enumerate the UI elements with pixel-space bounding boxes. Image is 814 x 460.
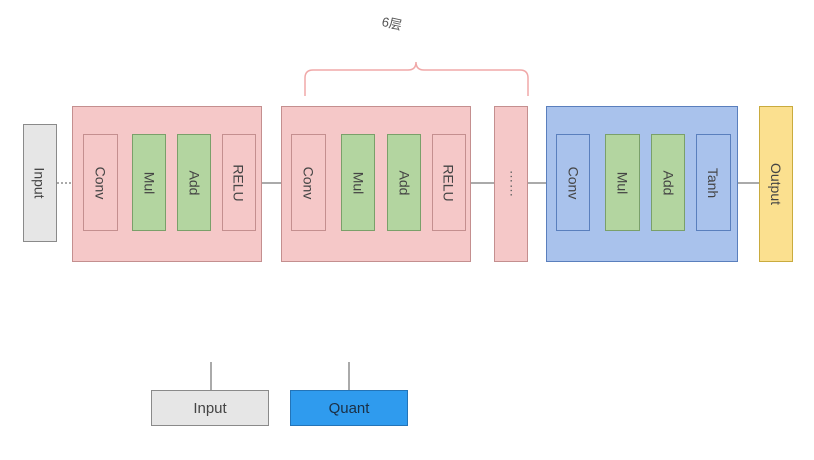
block2-add-label: Add (395, 170, 412, 195)
brace-label: 6层 (380, 14, 404, 33)
input-node: Input (23, 124, 57, 242)
block1-relu-label: RELU (231, 163, 248, 202)
block1-conv-label: Conv (92, 166, 109, 199)
block1-relu-node: RELU (222, 134, 256, 231)
block1-mul-label: Mul (141, 171, 157, 194)
legend-quant-box: Quant (290, 390, 408, 426)
block3-add-node: Add (651, 134, 685, 231)
ellipsis-label: ⋯⋯ (504, 170, 519, 198)
block2-conv-node: Conv (291, 134, 326, 231)
output-node-label: Output (768, 162, 784, 206)
legend-input-box: Input (151, 390, 269, 426)
block2-add-node: Add (387, 134, 421, 231)
block3-conv-node: Conv (556, 134, 590, 231)
block2-conv-label: Conv (300, 166, 317, 199)
block3-tanh-node: Tanh (696, 134, 731, 231)
block3-conv-label: Conv (565, 166, 581, 199)
block2-relu-label: RELU (441, 163, 458, 202)
output-node: Output (759, 106, 793, 262)
legend-input-label: Input (193, 399, 227, 417)
layer-brace (304, 61, 529, 96)
block1-conv-node: Conv (83, 134, 118, 231)
block3-mul-label: Mul (614, 171, 631, 194)
block1-add-label: Add (185, 170, 202, 195)
block3-tanh-label: Tanh (705, 167, 722, 198)
block3-add-label: Add (659, 170, 676, 195)
block1-add-node: Add (177, 134, 211, 231)
block2-relu-node: RELU (432, 134, 466, 231)
block3-mul-node: Mul (605, 134, 640, 231)
input-node-label: Input (31, 167, 48, 199)
block2-mul-label: Mul (350, 171, 366, 194)
legend-quant-label: Quant (328, 399, 370, 417)
ellipsis-block: ⋯⋯ (494, 106, 528, 262)
block2-mul-node: Mul (341, 134, 375, 231)
block1-mul-node: Mul (132, 134, 166, 231)
